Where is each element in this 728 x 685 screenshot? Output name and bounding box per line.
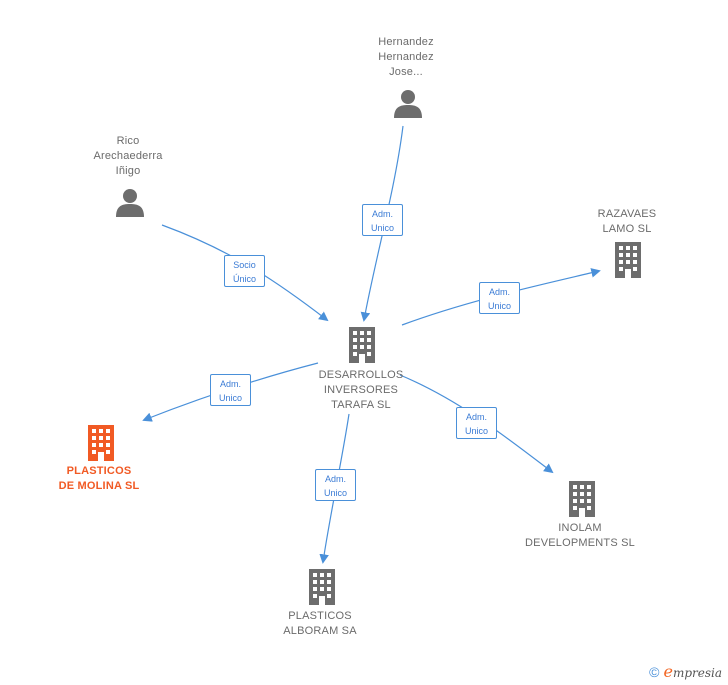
node-label-razavaes[interactable]: RAZAVAES LAMO SL	[597, 208, 657, 235]
node-label-plasticos-alboram[interactable]: PLASTICOS ALBORAM SA	[283, 610, 357, 637]
person-icon[interactable]	[394, 90, 422, 118]
edge-label-rico: Socio Único	[224, 255, 265, 287]
edge-label-alboram: Adm. Unico	[315, 469, 356, 501]
node-label-rico[interactable]: Rico Arechaederra Iñigo	[93, 135, 163, 177]
node-label-hernandez[interactable]: Hernandez Hernandez Jose...	[378, 36, 434, 78]
building-icon[interactable]	[569, 481, 595, 517]
building-icon[interactable]	[88, 425, 114, 461]
brand-name: mpresia	[672, 666, 722, 680]
building-icon[interactable]	[309, 569, 335, 605]
edge-label-razavaes: Adm. Unico	[479, 282, 520, 314]
node-label-center[interactable]: DESARROLLOS INVERSORES TARAFA SL	[318, 369, 404, 411]
edge-label-inolam: Adm. Unico	[456, 407, 497, 439]
building-icon[interactable]	[349, 327, 375, 363]
person-icon[interactable]	[116, 189, 144, 217]
building-icon[interactable]	[615, 242, 641, 278]
copyright-icon: ©	[649, 663, 660, 680]
edge-label-molina: Adm. Unico	[210, 374, 251, 406]
empresia-logo[interactable]: © empresia	[649, 662, 722, 681]
node-label-plasticos-molina[interactable]: PLASTICOS DE MOLINA SL	[58, 465, 140, 492]
brand-initial: e	[663, 662, 673, 681]
node-label-inolam[interactable]: INOLAM DEVELOPMENTS SL	[525, 522, 635, 549]
edge-label-hernandez: Adm. Unico	[362, 204, 403, 236]
